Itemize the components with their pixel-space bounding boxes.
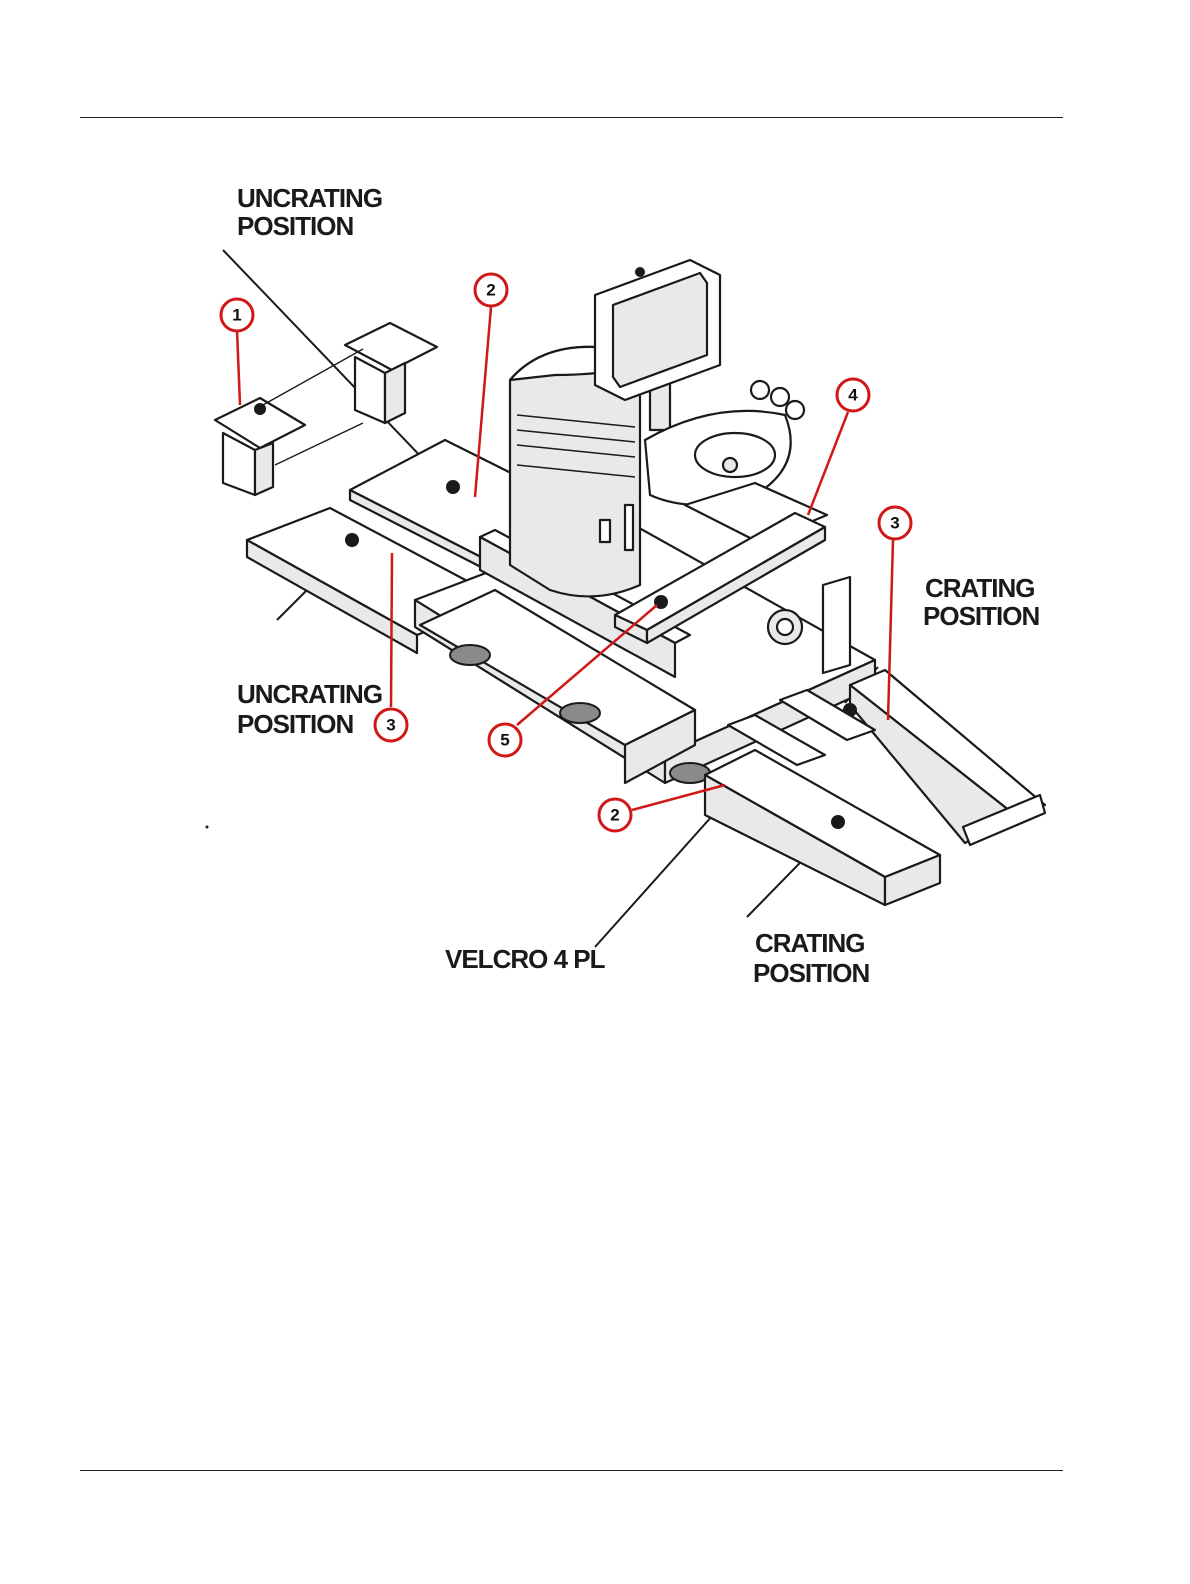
callout-1: 1 bbox=[221, 299, 253, 331]
leader-callout-4 bbox=[808, 412, 848, 515]
label-crating-bottom-2: POSITION bbox=[753, 958, 869, 988]
label-uncrating-top-2: POSITION bbox=[237, 211, 353, 241]
callout-3-bottom: 3 bbox=[375, 709, 407, 741]
stray-dot bbox=[206, 826, 209, 829]
svg-text:1: 1 bbox=[232, 306, 241, 325]
callout-4: 4 bbox=[837, 379, 869, 411]
svg-text:4: 4 bbox=[848, 386, 858, 405]
label-uncrating-bottom-2: POSITION bbox=[237, 709, 353, 739]
strap-line-1 bbox=[263, 349, 363, 405]
header-rule bbox=[80, 117, 1063, 118]
leader-callout-3-bottom bbox=[391, 553, 392, 707]
svg-text:2: 2 bbox=[610, 806, 619, 825]
crating-diagram: 1 2 4 3 3 5 2 UNCRATING POSITION UNCRATI… bbox=[195, 165, 1055, 1000]
label-crating-right-1: CRATING bbox=[925, 573, 1035, 603]
label-crating-right-2: POSITION bbox=[923, 601, 1039, 631]
label-crating-bottom-1: CRATING bbox=[755, 928, 865, 958]
side-rail-right bbox=[823, 577, 850, 673]
callout-2-top: 2 bbox=[475, 274, 507, 306]
svg-text:2: 2 bbox=[486, 281, 495, 300]
svg-text:3: 3 bbox=[890, 514, 899, 533]
callout-3-right: 3 bbox=[879, 507, 911, 539]
ramp-bottom-right bbox=[705, 750, 940, 905]
label-velcro: VELCRO 4 PL bbox=[445, 944, 606, 974]
svg-text:3: 3 bbox=[386, 716, 395, 735]
callout-5: 5 bbox=[489, 724, 521, 756]
callout-2-bottom: 2 bbox=[599, 799, 631, 831]
bracket-block-back bbox=[345, 323, 437, 423]
label-uncrating-bottom-1: UNCRATING bbox=[237, 679, 382, 709]
footer-rule bbox=[80, 1470, 1063, 1471]
svg-text:5: 5 bbox=[500, 731, 509, 750]
leader-callout-1 bbox=[237, 330, 240, 405]
diagram-svg: 1 2 4 3 3 5 2 UNCRATING POSITION UNCRATI… bbox=[195, 165, 1055, 1000]
label-uncrating-top-1: UNCRATING bbox=[237, 183, 382, 213]
bracket-block-front bbox=[215, 398, 305, 495]
